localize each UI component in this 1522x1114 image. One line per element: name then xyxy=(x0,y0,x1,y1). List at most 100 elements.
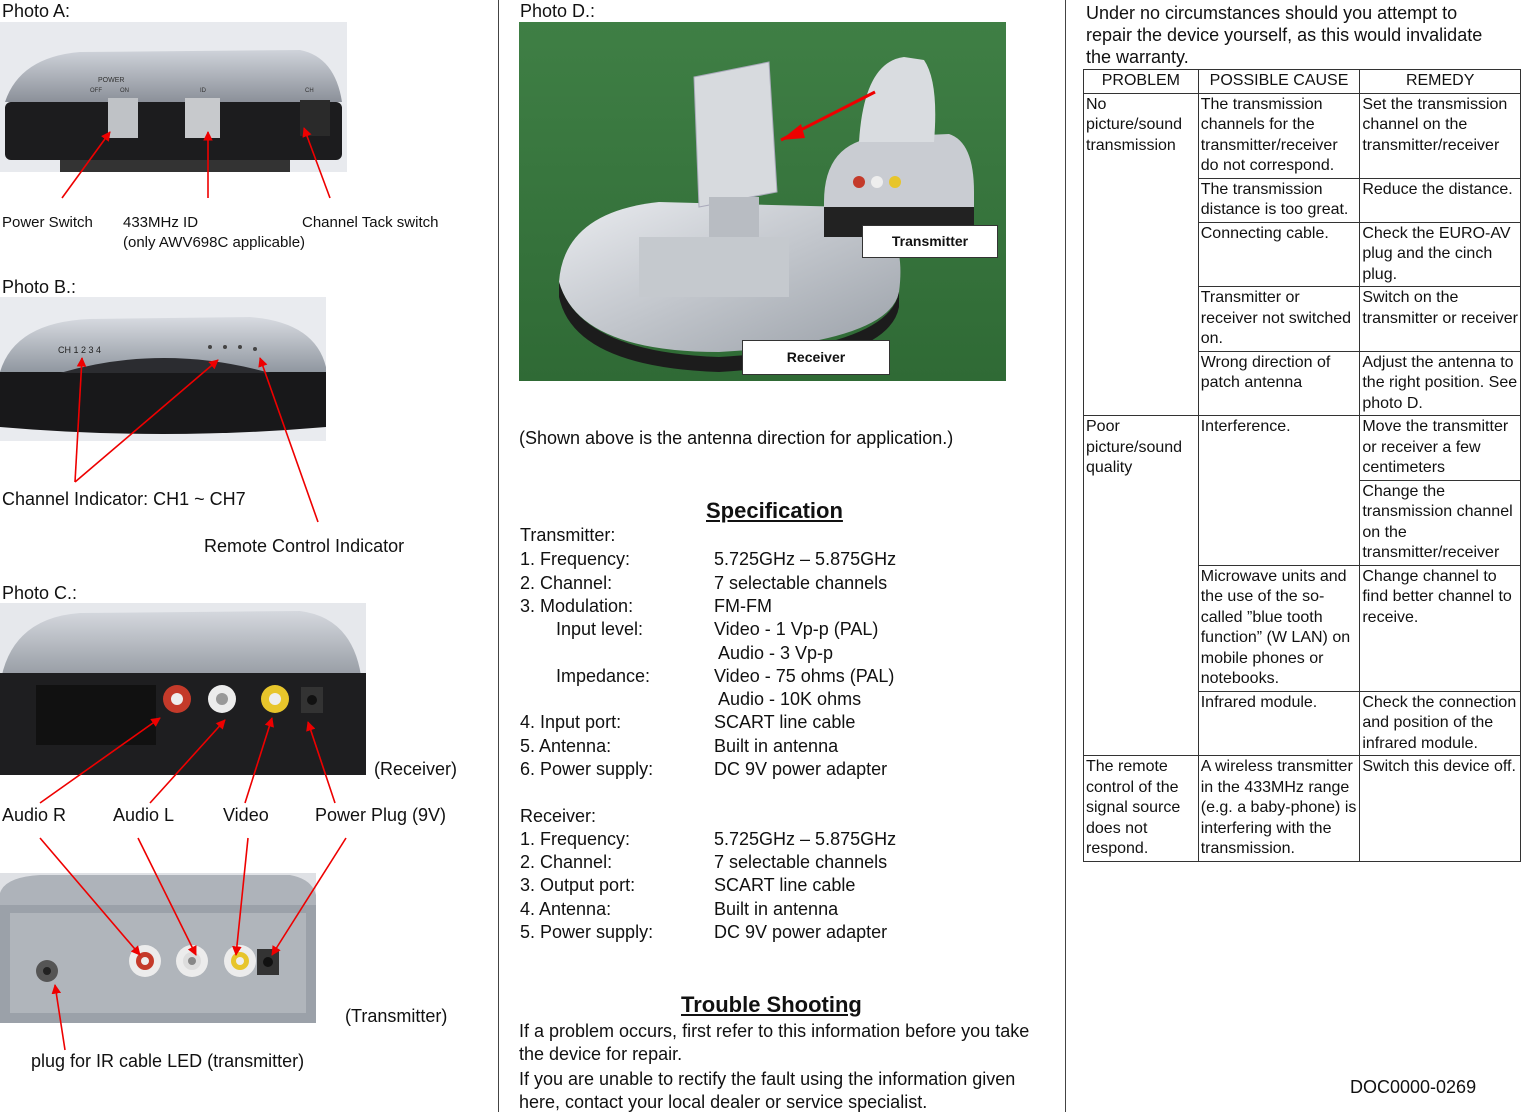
spec-row-label: Impedance: xyxy=(556,666,651,686)
spec-row-value: DC 9V power adapter xyxy=(714,759,888,779)
photo-a-title: Photo A: xyxy=(2,1,71,21)
cause-cell: The transmission distance is too great. xyxy=(1197,177,1361,223)
spec-row-label: 3. Output port: xyxy=(520,875,636,895)
table-row: Microwave units and the use of the so-ca… xyxy=(1084,564,1521,692)
remedy-cell: Adjust the antenna to the right position… xyxy=(1359,350,1521,416)
remedy-cell: Change channel to find better channel to… xyxy=(1359,564,1521,692)
device-text-on: ON xyxy=(120,88,129,94)
warranty-warning: Under no circumstances should you attemp… xyxy=(1086,3,1483,67)
photo-c-transmitter-image xyxy=(0,873,316,1023)
tag-transmitter: Transmitter xyxy=(862,225,998,258)
label-remote-control-indicator: Remote Control Indicator xyxy=(204,536,405,556)
label-audio-l: Audio L xyxy=(113,805,175,825)
spec-row-value: 7 selectable channels xyxy=(714,852,888,872)
remedy-cell: Reduce the distance. xyxy=(1359,177,1521,223)
receiver-caption: (Receiver) xyxy=(374,759,458,779)
remedy-cell: Set the transmission channel on the tran… xyxy=(1359,92,1521,179)
spec-row-value: Video - 1 Vp-p (PAL) xyxy=(714,619,879,639)
table-row: Transmitter or receiver not switched on.… xyxy=(1084,286,1521,352)
spec-row-label: 4. Antenna: xyxy=(520,899,612,919)
spec-row-label: 3. Modulation: xyxy=(520,596,634,616)
spec-row-value: DC 9V power adapter xyxy=(714,922,888,942)
table-row: Infrared module. Check the connection an… xyxy=(1084,690,1521,756)
cause-cell: A wireless transmitter in the 433MHz ran… xyxy=(1197,755,1361,862)
header-remedy: REMEDY xyxy=(1359,69,1521,94)
spec-row-value: 5.725GHz – 5.875GHz xyxy=(714,549,897,569)
spec-row-value: 5.725GHz – 5.875GHz xyxy=(714,829,897,849)
table-row: Change the transmission channel on the t… xyxy=(1084,479,1521,566)
device-text-power: POWER xyxy=(98,77,124,84)
table-row: No picture/sound transmission The transm… xyxy=(1083,92,1521,416)
remedy-cell: Change the transmission channel on the t… xyxy=(1359,479,1521,566)
table-header-row: PROBLEM POSSIBLE CAUSE REMEDY xyxy=(1083,69,1521,94)
spec-row-value: Built in antenna xyxy=(714,736,839,756)
spec-row-value: SCART line cable xyxy=(714,712,856,732)
trouble-intro-2: If you are unable to rectify the fault u… xyxy=(519,1069,1016,1112)
label-433mhz-id: 433MHz ID xyxy=(123,214,199,231)
label-power-switch: Power Switch xyxy=(2,214,93,231)
troubleshooting-table: PROBLEM POSSIBLE CAUSE REMEDY No picture… xyxy=(1083,69,1521,862)
transmitter-spec-title: Transmitter: xyxy=(520,525,616,545)
device-text-off: OFF xyxy=(90,88,102,94)
table-row: The remote control of the signal source … xyxy=(1083,755,1521,862)
label-power-plug: Power Plug (9V) xyxy=(315,805,447,825)
transmitter-caption: (Transmitter) xyxy=(345,1006,448,1026)
spec-row-label: 6. Power supply: xyxy=(520,759,654,779)
spec-row-value: SCART line cable xyxy=(714,875,856,895)
spec-row-label: 4. Input port: xyxy=(520,712,622,732)
photo-d-caption: (Shown above is the antenna direction fo… xyxy=(519,428,954,448)
spec-row-value: FM-FM xyxy=(714,596,772,616)
column-divider-left xyxy=(498,0,499,1112)
spec-row-value: 7 selectable channels xyxy=(714,573,888,593)
cause-cell: Microwave units and the use of the so-ca… xyxy=(1197,564,1361,692)
photo-b-image: CH 1 2 3 4 xyxy=(0,297,326,441)
trouble-intro-1: If a problem occurs, first refer to this… xyxy=(519,1021,1030,1064)
photo-c-title: Photo C.: xyxy=(2,583,78,603)
spec-row-value: Video - 75 ohms (PAL) xyxy=(714,666,895,686)
spec-row-label: Input level: xyxy=(556,619,644,639)
cause-cell: Transmitter or receiver not switched on. xyxy=(1197,286,1361,352)
label-channel-tack-switch: Channel Tack switch xyxy=(302,214,439,231)
spec-row-label: 2. Channel: xyxy=(520,573,613,593)
spec-row-value: Audio - 3 Vp-p xyxy=(718,643,834,663)
trouble-shooting-heading: Trouble Shooting xyxy=(681,992,862,1017)
problem-cell: No picture/sound transmission xyxy=(1083,92,1199,416)
spec-row-value: Audio - 10K ohms xyxy=(718,689,862,709)
problem-cell: Poor picture/sound quality xyxy=(1083,415,1199,756)
receiver-spec-title: Receiver: xyxy=(520,806,597,826)
header-cause: POSSIBLE CAUSE xyxy=(1197,69,1361,94)
spec-row-label: 1. Frequency: xyxy=(520,829,631,849)
cause-cell: Infrared module. xyxy=(1197,690,1361,756)
cause-cell: Interference. xyxy=(1197,415,1361,566)
table-row: The transmission distance is too great. … xyxy=(1084,177,1521,223)
cause-cell: The transmission channels for the transm… xyxy=(1197,92,1361,179)
table-row: Poor picture/sound quality Interference.… xyxy=(1083,415,1521,756)
photo-d-image xyxy=(519,22,1006,381)
device-text-id: ID xyxy=(200,88,207,94)
label-ir-plug: plug for IR cable LED (transmitter) xyxy=(31,1051,305,1071)
photo-b-title: Photo B.: xyxy=(2,277,77,297)
tag-receiver: Receiver xyxy=(742,340,890,375)
remedy-cell: Switch this device off. xyxy=(1359,755,1521,862)
cause-cell: Wrong direction of patch antenna xyxy=(1197,350,1361,416)
table-row: Wrong direction of patch antenna Adjust … xyxy=(1084,350,1521,416)
header-problem: PROBLEM xyxy=(1083,69,1199,94)
specification-heading: Specification xyxy=(706,498,843,523)
cause-cell: Connecting cable. xyxy=(1197,221,1361,287)
label-433mhz-note: (only AWV698C applicable) xyxy=(123,234,306,251)
column-divider-right xyxy=(1065,0,1066,1112)
photo-d-title: Photo D.: xyxy=(520,1,596,21)
photo-c-receiver-image xyxy=(0,603,366,775)
label-audio-r: Audio R xyxy=(2,805,67,825)
label-video: Video xyxy=(223,805,269,825)
spec-row-label: 5. Antenna: xyxy=(520,736,612,756)
remedy-cell: Switch on the transmitter or receiver xyxy=(1359,286,1521,352)
spec-row-label: 5. Power supply: xyxy=(520,922,654,942)
spec-row-label: 1. Frequency: xyxy=(520,549,631,569)
problem-cell: The remote control of the signal source … xyxy=(1083,755,1199,862)
spec-row-label: 2. Channel: xyxy=(520,852,613,872)
spec-row-value: Built in antenna xyxy=(714,899,839,919)
remedy-cell: Move the transmitter or receiver a few c… xyxy=(1359,415,1521,481)
device-text-ch: CH xyxy=(305,88,314,94)
document-number: DOC0000-0269 xyxy=(1350,1077,1477,1097)
